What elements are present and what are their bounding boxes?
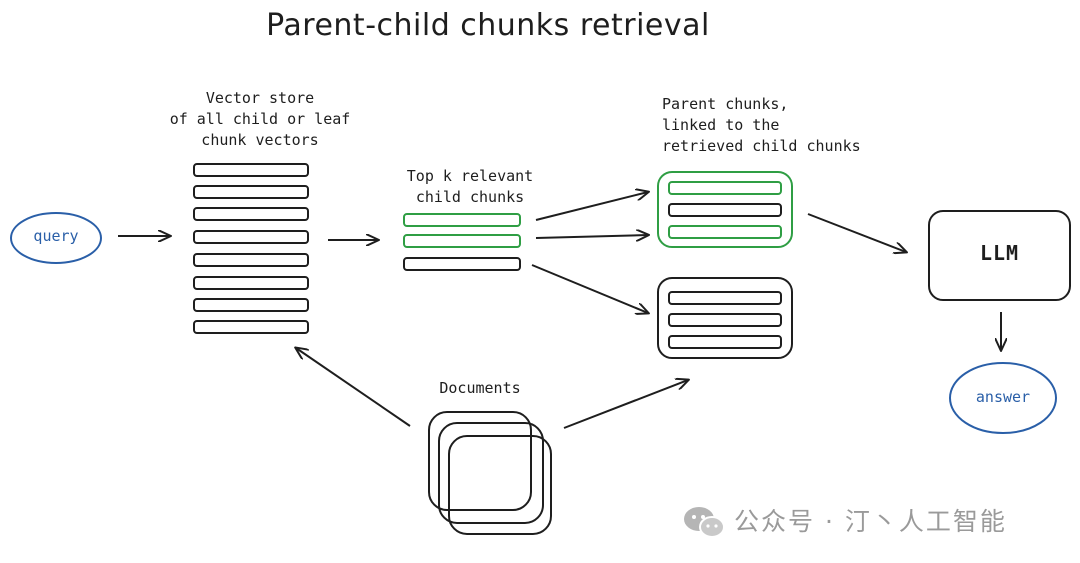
topk-bar-green — [403, 234, 521, 248]
vector-store-label-line: of all child or leaf — [169, 110, 351, 128]
watermark-text: 公众号 · 汀丶人工智能 — [734, 507, 1007, 536]
diagram-title: Parent-child chunks retrieval — [266, 8, 710, 43]
parent-inner-bar — [668, 225, 782, 239]
document-sheet — [438, 422, 544, 524]
documents-stack — [428, 411, 552, 535]
query-node — [10, 212, 102, 264]
arrow-topk-to-parent-2 — [535, 235, 648, 238]
parent-inner-bar — [668, 291, 782, 305]
vector-bar — [193, 185, 309, 199]
vector-store-label: Vector store of all child or leaf chunk … — [160, 88, 360, 151]
topk-stack — [403, 213, 521, 271]
parent-inner-bar — [668, 181, 782, 195]
parent-chunk-box — [657, 277, 793, 359]
parent-inner-bar — [668, 335, 782, 349]
arrow-parent-to-llm — [807, 213, 906, 252]
arrow-documents-to-vector-store — [296, 348, 411, 427]
vector-bar — [193, 320, 309, 334]
vector-store-label-line: Vector store — [205, 89, 315, 107]
parent-chunks-label: Parent chunks, linked to the retrieved c… — [662, 94, 872, 157]
topk-label-line: child chunks — [415, 188, 525, 206]
vector-bar — [193, 298, 309, 312]
documents-label: Documents — [439, 379, 521, 397]
answer-node — [949, 362, 1057, 434]
topk-label: Top k relevant child chunks — [395, 166, 545, 208]
document-sheet — [428, 411, 532, 511]
llm-node — [928, 210, 1071, 301]
parent-chunk-group — [657, 277, 793, 359]
wechat-icon — [684, 507, 725, 538]
arrow-topk-to-parent-3 — [531, 264, 648, 313]
parent-chunks-label-line: Parent chunks, — [662, 95, 789, 113]
arrow-documents-to-parent — [563, 380, 688, 429]
vector-bar — [193, 207, 309, 221]
llm-label: LLM — [979, 241, 1020, 265]
arrow-topk-to-parent-1 — [535, 192, 648, 221]
vector-bar — [193, 230, 309, 244]
parent-chunk-box-green — [657, 171, 793, 248]
query-label: query — [33, 227, 79, 245]
watermark: 公众号 · 汀丶人工智能 — [734, 500, 1007, 540]
answer-label: answer — [975, 388, 1031, 406]
parent-chunk-group-green — [657, 171, 793, 248]
vector-bar — [193, 253, 309, 267]
parent-inner-bar — [668, 313, 782, 327]
vector-bar — [193, 163, 309, 177]
topk-bar — [403, 257, 521, 271]
vector-store-label-line: chunk vectors — [201, 131, 319, 149]
parent-chunks-label-line: linked to the — [662, 116, 780, 134]
parent-chunks-label-line: retrieved child chunks — [662, 137, 861, 155]
vector-bar — [193, 276, 309, 290]
parent-inner-bar — [668, 203, 782, 217]
topk-label-line: Top k relevant — [406, 167, 534, 185]
topk-bar-green — [403, 213, 521, 227]
document-sheet — [448, 435, 552, 535]
vector-store-stack — [193, 163, 309, 334]
